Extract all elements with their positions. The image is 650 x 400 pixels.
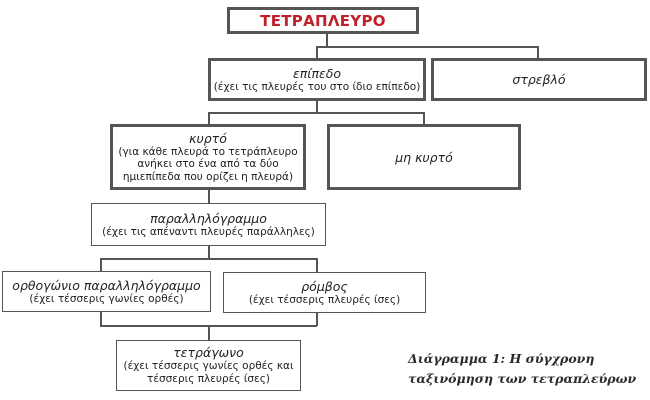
connector: [316, 46, 318, 58]
node-description: (έχει τέσσερις πλευρές ίσες): [248, 293, 401, 306]
node-name: ρόμβος: [301, 278, 348, 294]
connector: [208, 325, 210, 340]
connector: [326, 33, 328, 47]
node-rhombus: ρόμβος (έχει τέσσερις πλευρές ίσες): [223, 272, 426, 313]
connector: [208, 112, 424, 114]
connector: [537, 46, 539, 58]
node-description-line: (για κάθε πλευρά το τετράπλευρο: [118, 145, 298, 158]
connector: [208, 245, 210, 258]
connector: [208, 112, 210, 125]
node-skew: στρεβλό: [431, 58, 647, 101]
node-square: τετράγωνο (έχει τέσσερις γωνίες ορθές κα…: [116, 340, 301, 391]
node-description-line: ανήκει στο ένα από τα δύο: [137, 158, 279, 171]
node-description: (έχει τις απέναντι πλευρές παράλληλες): [102, 225, 315, 238]
node-description: (έχει τέσσερις γωνίες ορθές): [29, 292, 184, 305]
node-convex: κυρτό (για κάθε πλευρά το τετράπλευρο αν…: [110, 124, 306, 190]
node-name: παραλληλόγραμμο: [150, 210, 267, 226]
caption-line: Διάγραμμα 1: Η σύγχρονη: [408, 351, 595, 366]
connector: [208, 189, 210, 203]
connector: [316, 100, 318, 113]
node-description: (έχει τις πλευρές του στο ίδιο επίπεδο): [213, 80, 421, 93]
node-name: μη κυρτό: [395, 149, 453, 165]
diagram-caption: Διάγραμμα 1: Η σύγχρονη ταξινόμηση των τ…: [408, 349, 636, 389]
connector: [316, 312, 318, 326]
connector: [316, 46, 538, 48]
node-name: κυρτό: [189, 130, 227, 146]
connector: [316, 258, 318, 272]
caption-line: ταξινόμηση των τετραπλεύρων: [408, 371, 637, 386]
node-description-line: τέσσερις πλευρές ίσες): [147, 373, 270, 385]
node-parallelogram: παραλληλόγραμμο (έχει τις απέναντι πλευρ…: [91, 203, 326, 246]
connector: [100, 258, 102, 271]
connector: [100, 258, 317, 260]
connector: [100, 311, 102, 326]
node-title: ΤΕΤΡΑΠΛΕΥΡΟ: [260, 11, 386, 30]
node-description-line: (έχει τέσσερις γωνίες ορθές και: [123, 360, 294, 373]
node-name: ορθογώνιο παραλληλόγραμμο: [12, 277, 201, 293]
node-rectangle: ορθογώνιο παραλληλόγραμμο (έχει τέσσερις…: [2, 271, 211, 312]
node-description-line: ημιεπίπεδα που ορίζει η πλευρά): [122, 170, 294, 183]
node-name: τετράγωνο: [173, 345, 244, 361]
node-name: στρεβλό: [512, 72, 566, 87]
node-planar: επίπεδο (έχει τις πλευρές του στο ίδιο ε…: [208, 58, 426, 101]
node-non-convex: μη κυρτό: [327, 124, 521, 190]
node-name: επίπεδο: [292, 65, 342, 81]
node-quadrilateral: ΤΕΤΡΑΠΛΕΥΡΟ: [227, 7, 419, 34]
connector: [423, 112, 425, 125]
